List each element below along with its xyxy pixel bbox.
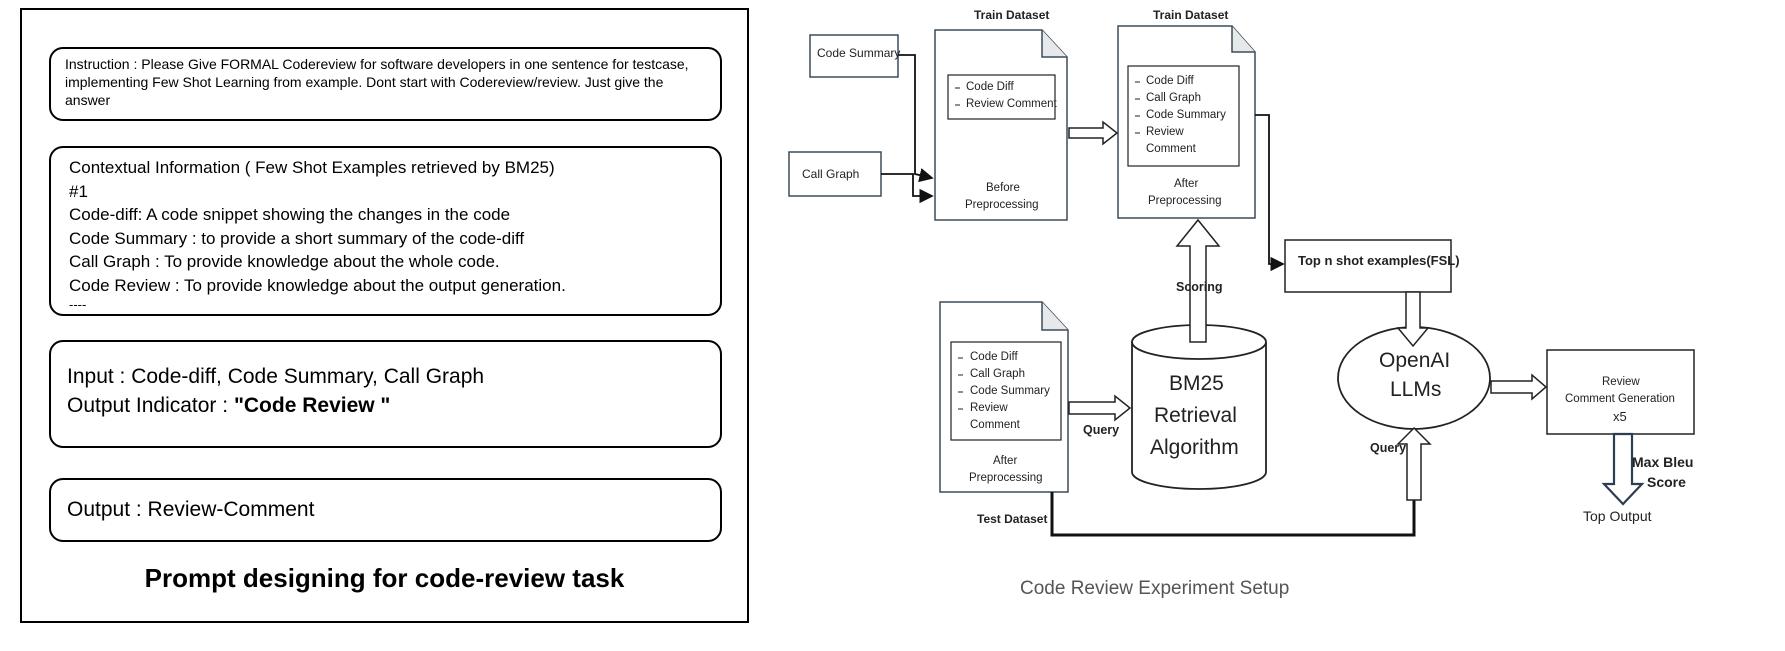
instruction-text: Instruction : Please Give FORMAL Coderev… xyxy=(65,56,689,108)
bm25-cylinder xyxy=(1131,342,1267,490)
context-box: Contextual Information ( Few Shot Exampl… xyxy=(49,146,722,316)
diagram-shapes xyxy=(788,25,1695,537)
output-indicator-label: Output Indicator : xyxy=(67,394,234,417)
after-train-item-code-summary: Code Summary xyxy=(1146,109,1226,121)
after-test-caption-line-1: After xyxy=(993,455,1018,467)
top-n-shot-label: Top n shot examples(FSL) xyxy=(1298,253,1460,268)
review-gen-line-1: Review xyxy=(1602,376,1640,388)
diagram-caption: Code Review Experiment Setup xyxy=(1020,578,1290,599)
prompt-design-panel: Instruction : Please Give FORMAL Coderev… xyxy=(20,8,749,623)
context-line-call-graph: Call Graph : To provide knowledge about … xyxy=(69,252,500,271)
context-line-code-summary: Code Summary : to provide a short summar… xyxy=(69,228,525,248)
test-dataset-label: Test Dataset xyxy=(977,512,1048,526)
before-caption-line-1: Before xyxy=(986,182,1020,194)
after-train-item-comment: Comment xyxy=(1146,143,1196,155)
after-train-item-call-graph: Call Graph xyxy=(1146,92,1201,104)
input-output-box: Input : Code-diff, Code Summary, Call Gr… xyxy=(49,340,722,448)
context-title: Contextual Information ( Few Shot Exampl… xyxy=(69,158,555,177)
openai-line-1: OpenAI xyxy=(1379,349,1451,372)
review-gen-line-2: Comment Generation xyxy=(1565,393,1675,405)
review-gen-x5: x5 xyxy=(1613,409,1627,424)
train-dataset-label-1: Train Dataset xyxy=(974,8,1050,22)
call-graph-box xyxy=(788,151,882,197)
bm25-line-2: Retrieval xyxy=(1154,404,1237,427)
experiment-diagram: Code Summary Call Graph Train Dataset Tr… xyxy=(780,0,1785,651)
output-indicator-value: "Code Review " xyxy=(233,394,391,417)
after-train-item-review: Review xyxy=(1146,126,1184,138)
before-caption-line-2: Preprocessing xyxy=(965,199,1039,211)
after-test-item-code-diff: Code Diff xyxy=(970,351,1018,363)
after-test-item-call-graph: Call Graph xyxy=(970,368,1025,380)
before-item-code-diff: Code Diff xyxy=(966,81,1014,93)
after-train-item-code-diff: Code Diff xyxy=(1146,75,1194,87)
bm25-line-1: BM25 xyxy=(1169,372,1224,395)
instruction-box: Instruction : Please Give FORMAL Coderev… xyxy=(49,47,722,121)
context-line-code-diff: Code-diff: A code snippet showing the ch… xyxy=(69,205,511,224)
code-summary-label: Code Summary xyxy=(817,46,901,60)
top-n-shot-box xyxy=(1284,239,1452,293)
output-box: Output : Review-Comment xyxy=(49,478,722,542)
max-bleu-line-2: Score xyxy=(1647,474,1686,490)
code-summary-box xyxy=(809,34,899,78)
after-test-item-review: Review xyxy=(970,402,1008,414)
train-dataset-label-2: Train Dataset xyxy=(1153,8,1229,22)
prompt-panel-caption: Prompt designing for code-review task xyxy=(144,563,625,593)
output-indicator-line: Output Indicator : "Code Review " xyxy=(67,391,704,420)
call-graph-label: Call Graph xyxy=(802,167,860,181)
output-line: Output : Review-Comment xyxy=(67,498,315,521)
max-bleu-line-1: Max Bleu xyxy=(1632,454,1694,470)
input-line: Input : Code-diff, Code Summary, Call Gr… xyxy=(67,365,485,388)
bm25-line-3: Algorithm xyxy=(1150,436,1239,459)
after-train-caption-line-1: After xyxy=(1174,178,1199,190)
after-train-caption-line-2: Preprocessing xyxy=(1148,195,1222,207)
after-test-item-code-summary: Code Summary xyxy=(970,385,1050,397)
query-label-openai: Query xyxy=(1370,441,1407,455)
after-test-item-comment: Comment xyxy=(970,419,1020,431)
after-test-caption-line-2: Preprocessing xyxy=(969,472,1043,484)
context-separator: ---- xyxy=(69,297,87,312)
top-output-label: Top Output xyxy=(1583,508,1652,524)
context-number: #1 xyxy=(69,181,88,201)
query-label-bm25: Query xyxy=(1083,423,1120,437)
openai-line-2: LLMs xyxy=(1390,378,1442,401)
context-line-code-review: Code Review : To provide knowledge about… xyxy=(69,275,566,295)
scoring-label: Scoring xyxy=(1176,280,1223,294)
before-item-review-comment: Review Comment xyxy=(966,98,1057,110)
